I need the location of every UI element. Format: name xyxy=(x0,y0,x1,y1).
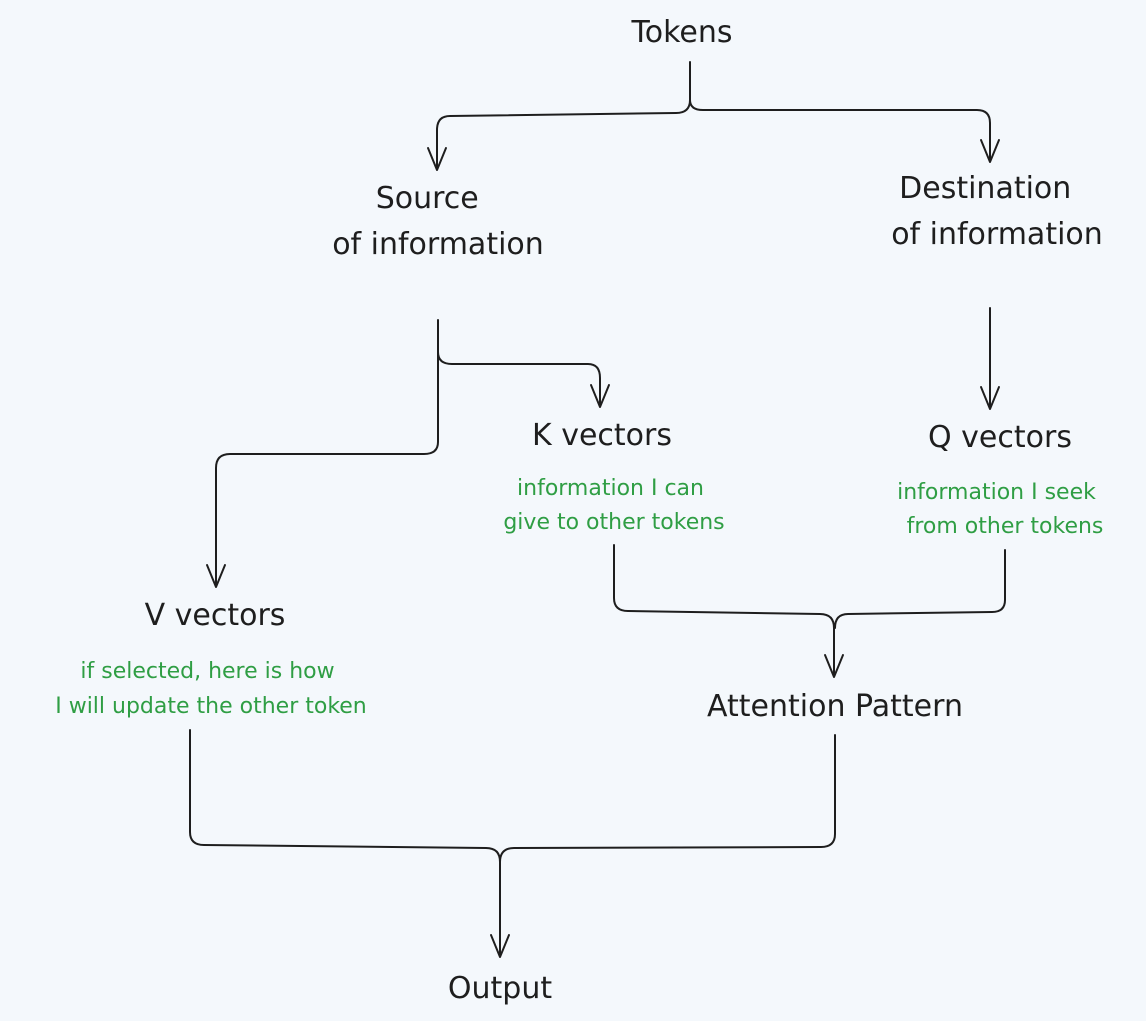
nodes: Tokens Source of information Destination… xyxy=(55,15,1103,1006)
node-k-vectors-line-1: K vectors xyxy=(532,418,672,453)
edge-k-vectors-to-attention xyxy=(613,544,835,676)
edge-attention-to-output xyxy=(499,734,836,863)
node-source-line-1: Source xyxy=(376,181,479,216)
node-destination: Destination of information xyxy=(891,171,1103,252)
note-k-vectors-line-1: information I can xyxy=(517,476,704,501)
node-destination-line-2: of information xyxy=(891,217,1103,252)
node-k-vectors: K vectors xyxy=(532,418,672,453)
edge-q-vectors-to-attention xyxy=(834,549,1006,629)
note-k-vectors: information I can give to other tokens xyxy=(503,476,724,535)
node-attention-pattern: Attention Pattern xyxy=(707,689,963,724)
edge-source-to-k-vectors xyxy=(437,319,601,406)
edge-tokens-to-source-arrowhead xyxy=(427,147,447,171)
edge-source-to-k-vectors-arrowhead xyxy=(590,384,610,408)
note-q-vectors-line-2: from other tokens xyxy=(907,514,1104,539)
note-v-vectors-line-2: I will update the other token xyxy=(55,694,367,719)
node-attention-pattern-line-1: Attention Pattern xyxy=(707,689,963,724)
node-v-vectors-line-1: V vectors xyxy=(145,598,286,633)
node-tokens: Tokens xyxy=(631,15,733,50)
note-q-vectors: information I seek from other tokens xyxy=(897,480,1103,539)
node-destination-line-1: Destination xyxy=(899,171,1071,206)
node-q-vectors-line-1: Q vectors xyxy=(928,420,1072,455)
edge-source-to-v-vectors xyxy=(215,351,439,586)
edge-source-to-v-vectors-arrowhead xyxy=(206,564,226,588)
edge-tokens-to-source xyxy=(436,61,691,169)
edges xyxy=(189,61,1006,958)
note-k-vectors-line-2: give to other tokens xyxy=(503,510,724,535)
note-v-vectors: if selected, here is how I will update t… xyxy=(55,659,367,719)
edge-tokens-to-destination-arrowhead xyxy=(980,139,1000,163)
note-q-vectors-line-1: information I seek xyxy=(897,480,1096,505)
edge-to-attention-arrowhead xyxy=(824,654,844,678)
node-source: Source of information xyxy=(332,181,544,262)
node-tokens-line-1: Tokens xyxy=(631,15,733,50)
node-output-line-1: Output xyxy=(448,971,552,1006)
edge-to-output-arrowhead xyxy=(490,934,510,958)
node-v-vectors: V vectors xyxy=(145,598,286,633)
edge-v-vectors-to-output xyxy=(189,729,501,956)
node-source-line-2: of information xyxy=(332,227,544,262)
note-v-vectors-line-1: if selected, here is how xyxy=(80,659,334,684)
node-output: Output xyxy=(448,971,552,1006)
edge-tokens-to-destination xyxy=(689,99,991,161)
node-q-vectors: Q vectors xyxy=(928,420,1072,455)
edge-destination-to-q-vectors-arrowhead xyxy=(980,386,1000,410)
